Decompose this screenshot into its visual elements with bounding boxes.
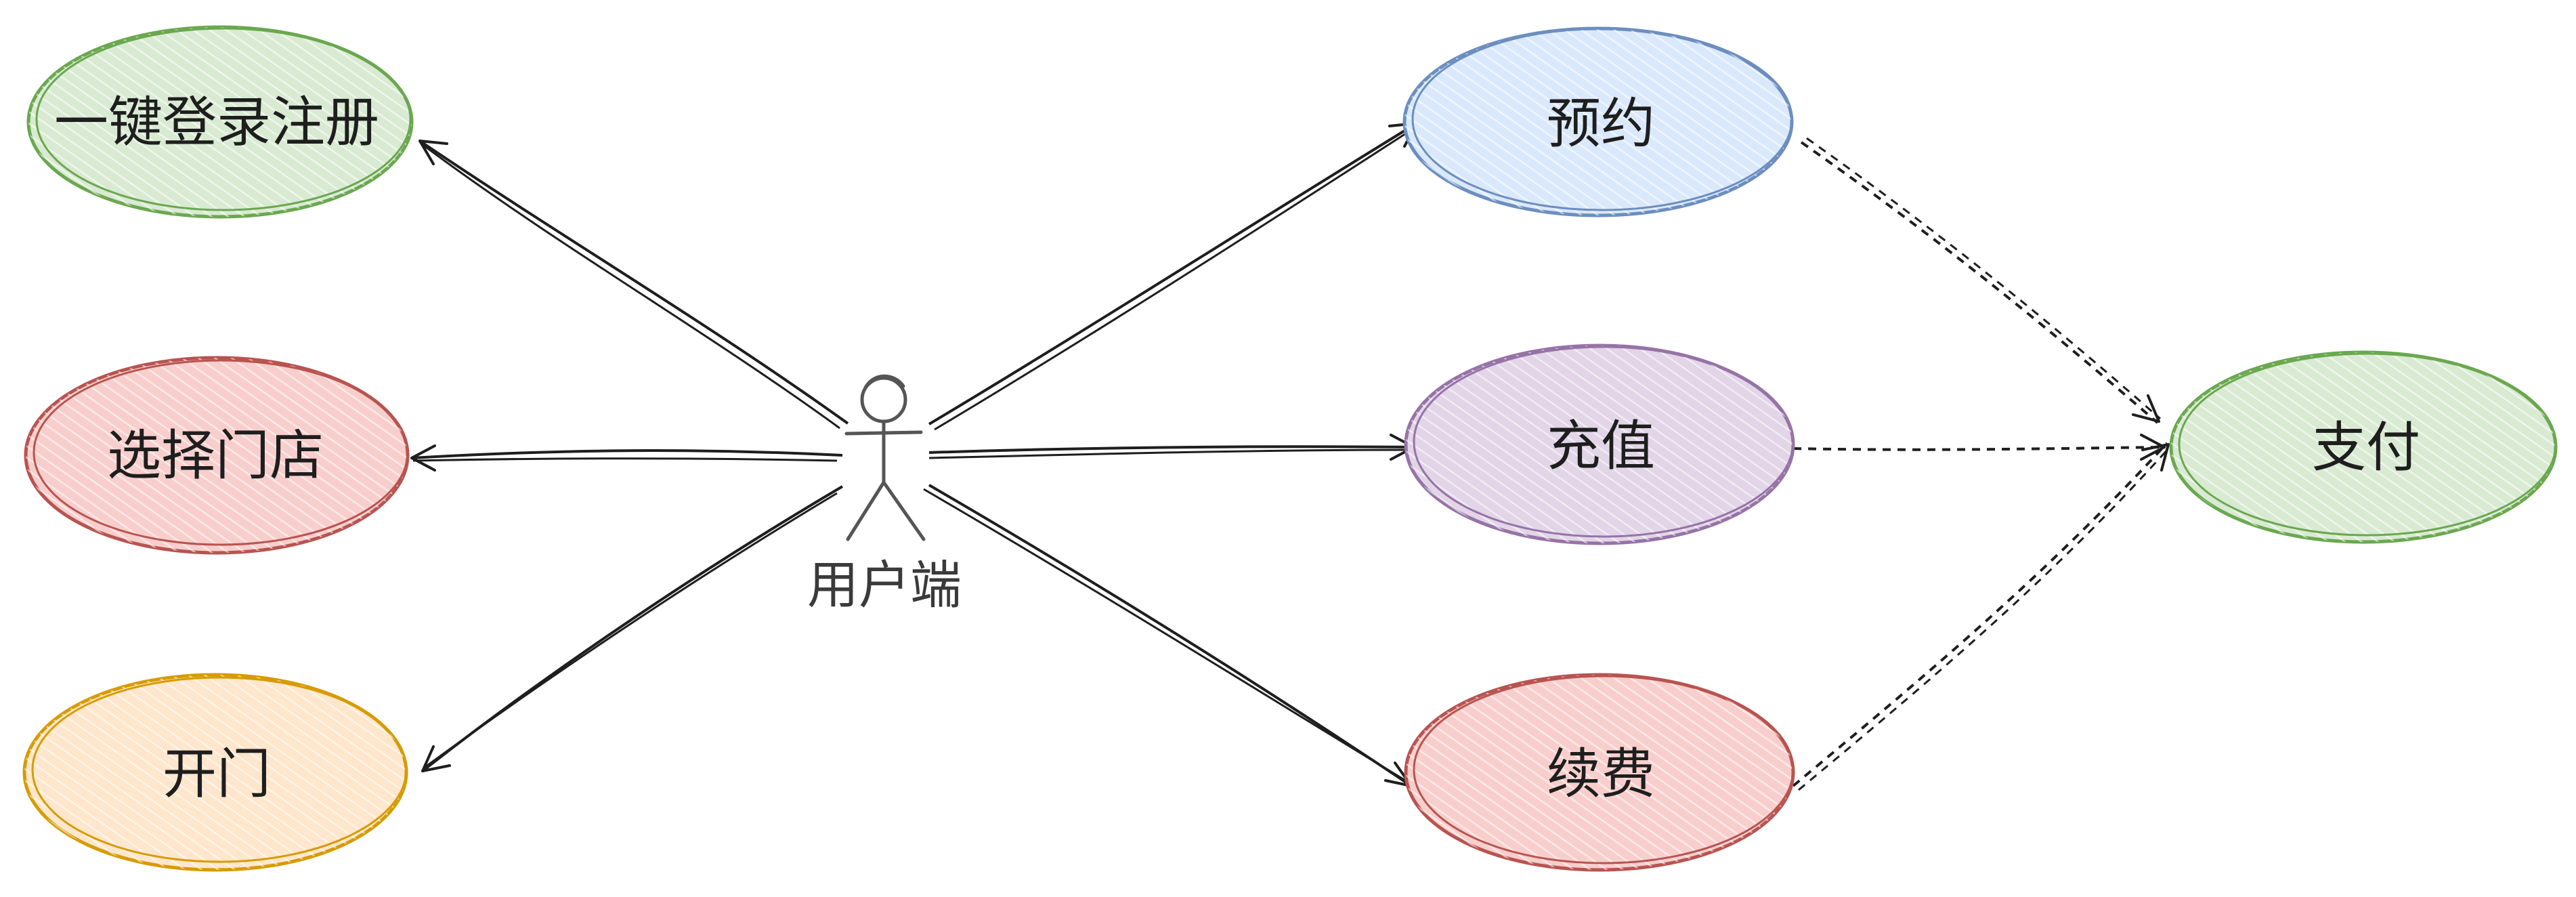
actor-label: 用户端: [807, 555, 962, 615]
node-recharge-shape-sketch: [1413, 346, 1795, 538]
actor-figure-icon: [844, 374, 926, 541]
node-reserve: 预约: [1402, 26, 1794, 217]
edge-actor-to-store: [410, 444, 843, 472]
actor-left-leg: [846, 480, 886, 541]
actor-user: 用户端: [807, 374, 962, 615]
node-renew-label: 续费: [1547, 743, 1655, 806]
edge-reserve-to-pay: [1800, 137, 2161, 424]
node-pay-shape-sketch: [2178, 352, 2557, 537]
node-pay-hatch: [2171, 352, 2556, 542]
actor-right-leg: [882, 480, 926, 541]
node-store-label: 选择门店: [107, 424, 324, 487]
edges-layer: [410, 122, 2171, 791]
edge-actor-to-reserve: [928, 122, 1418, 431]
actor-head-sketch: [863, 374, 905, 390]
nodes-layer: 一键登录注册 选择门店 开门 预约 充值 续费: [22, 25, 2558, 872]
node-store: 选择门店: [24, 356, 410, 555]
node-login-shape-sketch: [35, 27, 412, 211]
node-pay: 支付: [2169, 350, 2558, 544]
node-renew-hatch: [1406, 675, 1793, 870]
node-recharge-hatch: [1406, 346, 1793, 543]
node-store-hatch: [26, 358, 408, 553]
node-renew: 续费: [1404, 673, 1795, 872]
node-recharge: 充值: [1404, 343, 1795, 545]
node-login-hatch: [28, 27, 412, 217]
edge-actor-to-recharge: [928, 434, 1415, 461]
node-door-hatch: [24, 675, 406, 870]
node-recharge-label: 充值: [1547, 415, 1655, 478]
edge-actor-to-door: [421, 485, 844, 772]
edge-renew-to-pay: [1792, 442, 2171, 791]
node-reserve-label: 预约: [1547, 92, 1655, 155]
node-store-shape-sketch: [33, 359, 409, 546]
node-door-label: 开门: [163, 743, 271, 806]
node-renew-shape-sketch: [1413, 675, 1795, 864]
edge-recharge-to-pay: [1793, 434, 2166, 461]
actor-arms: [844, 430, 923, 436]
node-reserve-hatch: [1404, 28, 1792, 215]
node-pay-label: 支付: [2312, 416, 2420, 479]
node-login-label: 一键登录注册: [54, 91, 379, 154]
edge-actor-to-renew: [923, 484, 1413, 787]
node-login: 一键登录注册: [26, 25, 414, 219]
node-reserve-shape-sketch: [1411, 27, 1793, 211]
edge-actor-to-login: [418, 140, 849, 430]
node-door-shape-sketch: [31, 676, 408, 863]
node-door: 开门: [22, 673, 408, 872]
